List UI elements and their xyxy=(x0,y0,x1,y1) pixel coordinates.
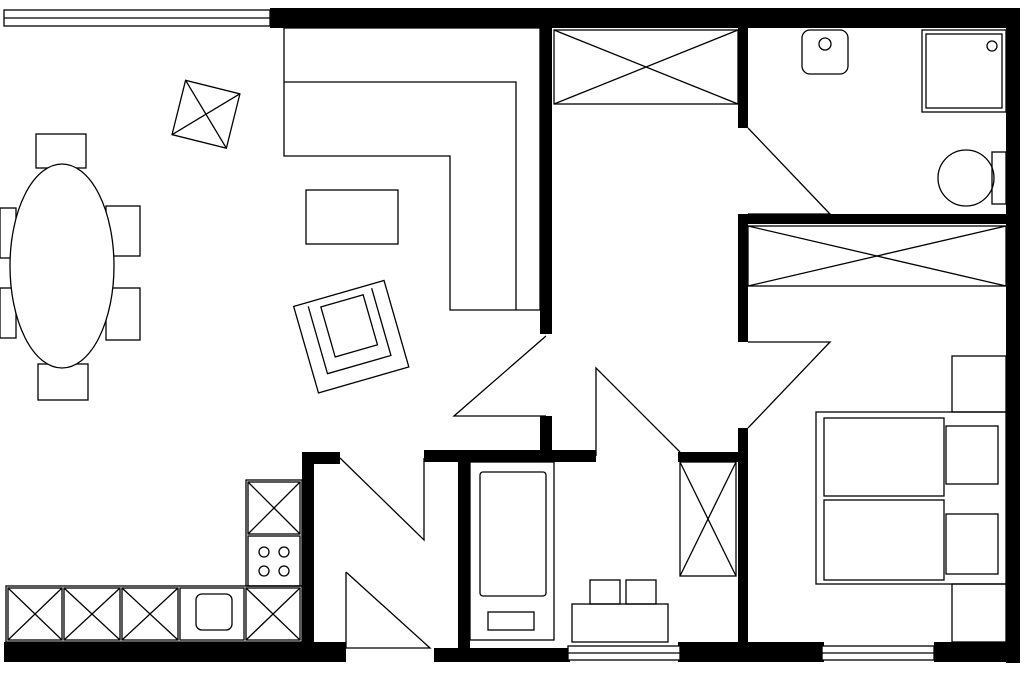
toilet xyxy=(937,149,1007,207)
wall-bath-bedroom xyxy=(742,214,1010,224)
corner-sofa xyxy=(283,27,541,311)
kitchen-counter-vertical xyxy=(245,479,303,587)
dining-table xyxy=(9,163,115,369)
utility-room xyxy=(469,461,737,643)
wall-hall-bedroom-mid xyxy=(738,214,748,342)
bathtub xyxy=(469,461,555,641)
nightstand-lower xyxy=(945,513,999,575)
bed-headboard xyxy=(951,355,1007,413)
washbasin xyxy=(801,29,849,75)
exterior-wall-bottom-mid2 xyxy=(678,642,824,662)
kitchen-cabinet-4 xyxy=(245,587,301,641)
wall-living-hall-lower xyxy=(540,416,552,452)
exterior-wall-bottom-left xyxy=(4,642,346,662)
dining-chair-bottom xyxy=(37,363,89,401)
door-living xyxy=(452,335,547,417)
door-utility xyxy=(595,366,681,456)
exterior-wall-bottom-mid xyxy=(434,648,570,662)
kitchen-cabinet-2 xyxy=(63,587,121,641)
stove xyxy=(247,535,301,587)
side-table xyxy=(171,79,241,149)
door-entry-lower xyxy=(345,571,432,649)
shower-tray xyxy=(921,29,1007,113)
window-bottom-2 xyxy=(821,645,935,661)
door-bathroom xyxy=(747,127,832,215)
window-bottom-1 xyxy=(567,645,681,661)
wall-hall-bottom-left xyxy=(424,450,596,462)
bed-mattress-left-lower xyxy=(823,499,945,581)
wall-utility-left xyxy=(458,456,470,652)
kitchen-cabinet-3 xyxy=(121,587,179,641)
coffee-table xyxy=(305,189,399,245)
washing-machine xyxy=(571,579,669,643)
armchair xyxy=(292,279,410,394)
kitchen-cabinet-5 xyxy=(247,481,301,535)
doors xyxy=(339,127,832,649)
bed-mattress-left-upper xyxy=(823,417,945,497)
wall-hall-bedroom-lower xyxy=(738,428,748,648)
exterior-wall-bottom-right xyxy=(934,642,1020,662)
wardrobe xyxy=(747,225,1007,287)
bed-footrest xyxy=(951,583,1007,643)
kitchen-counter xyxy=(5,585,303,643)
bedroom xyxy=(747,225,1007,643)
dining-chair-top xyxy=(35,133,87,169)
bed-frame xyxy=(815,411,1007,585)
kitchen-sink xyxy=(179,587,245,641)
storage-cabinet xyxy=(679,461,737,577)
corner-sofa-back xyxy=(284,81,517,310)
wall-closet-top xyxy=(678,452,744,462)
bathroom xyxy=(801,29,1007,207)
window-top-left xyxy=(3,9,271,27)
door-entry-upper xyxy=(339,457,425,542)
exterior-wall-right xyxy=(1006,8,1020,663)
wall-kitchen-entry-vert xyxy=(302,452,314,646)
hall-wardrobe xyxy=(553,29,739,105)
kitchen-cabinet-1 xyxy=(7,587,63,641)
wall-hall-bath-upper xyxy=(738,28,748,128)
door-bedroom xyxy=(747,341,832,429)
exterior-wall-top xyxy=(270,8,1020,28)
living-dining-kitchen xyxy=(0,27,541,643)
wall-living-hall-upper xyxy=(540,28,552,334)
walls xyxy=(3,8,1020,663)
nightstand-upper xyxy=(945,425,999,485)
